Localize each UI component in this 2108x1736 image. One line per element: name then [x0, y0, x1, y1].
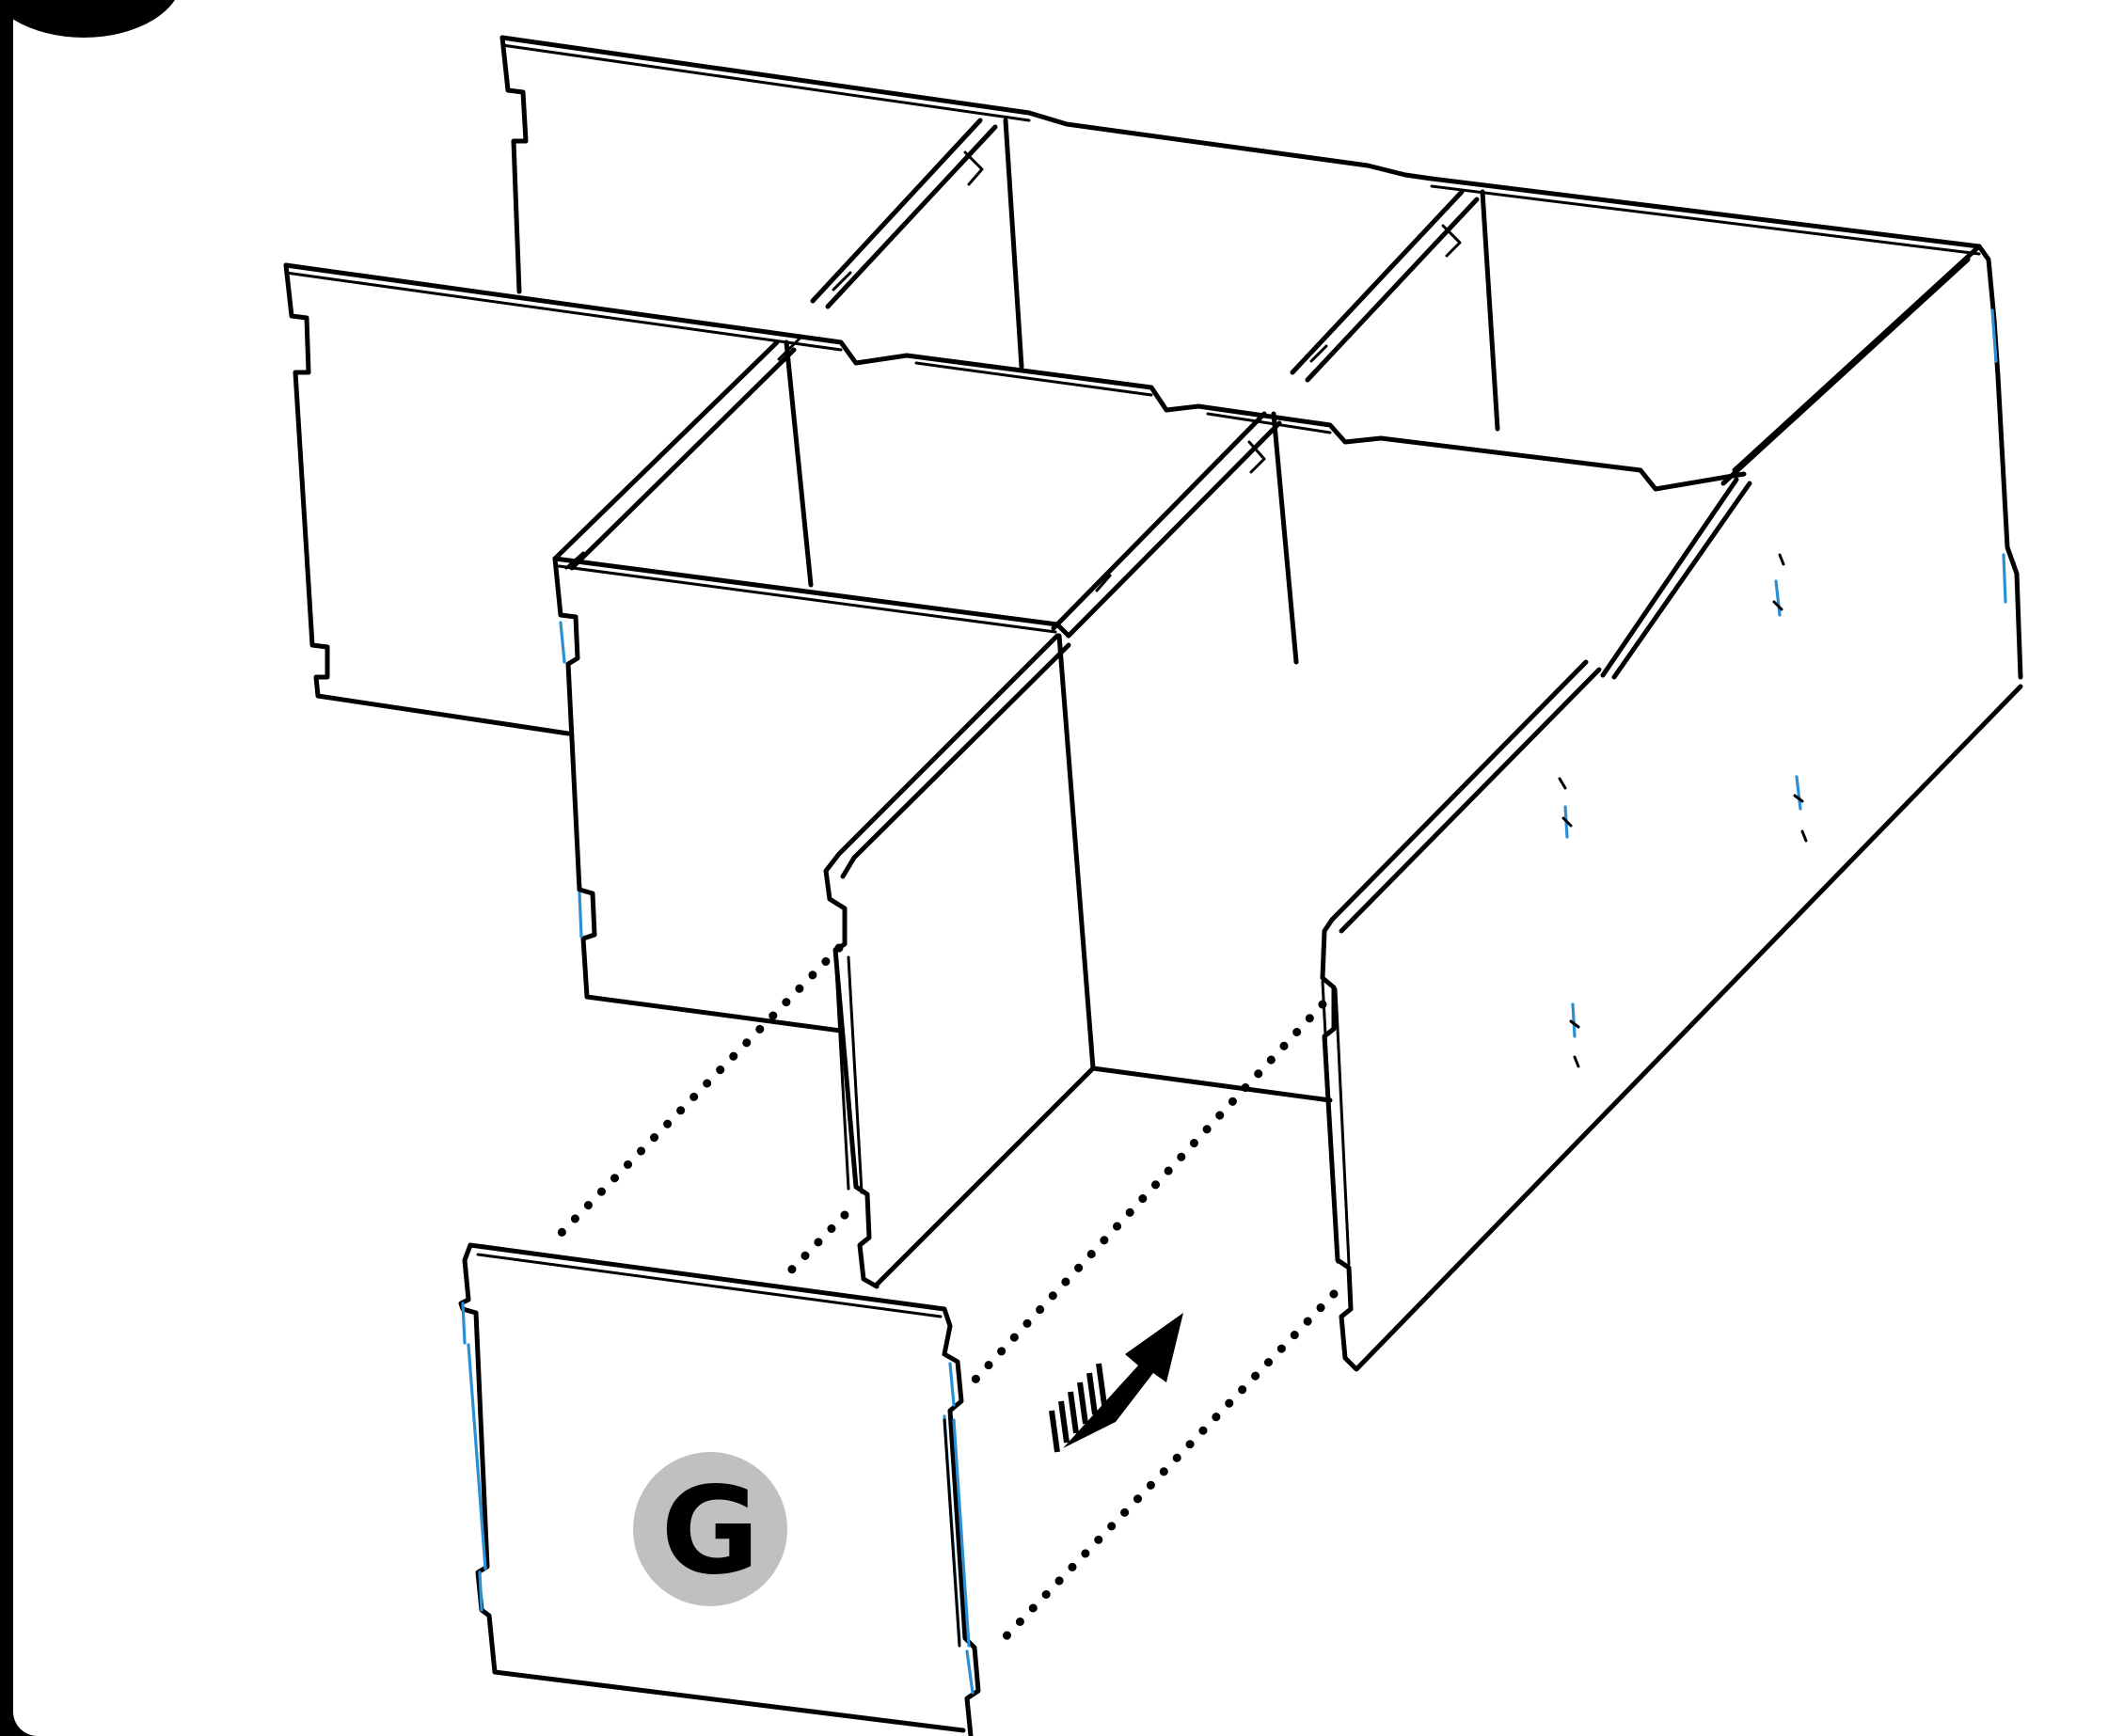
part-label-circle — [633, 1452, 787, 1606]
part-label-text: G — [660, 1461, 759, 1602]
tray-left-panel — [823, 633, 1071, 1289]
back-cell-divider-right — [1290, 189, 1500, 432]
push-direction-arrow-icon — [1049, 1313, 1183, 1453]
assembly-diagram: G — [283, 35, 2023, 1736]
front-cell-divider — [874, 633, 1333, 1287]
middle-cell-divider-right — [1051, 411, 1299, 665]
middle-wall-panel — [283, 262, 1747, 736]
back-wall-panel — [499, 35, 1982, 294]
tray-right-panel — [1320, 477, 2023, 1372]
middle-cell-divider-left — [552, 337, 814, 588]
back-cell-divider-left — [810, 118, 1024, 370]
left-end-panel-front — [552, 556, 1071, 1034]
panel-g — [458, 1242, 981, 1736]
part-label-badge: G — [633, 1452, 787, 1606]
right-end-panel-back — [1720, 244, 2023, 680]
insertion-guide-lines — [547, 943, 1339, 1650]
